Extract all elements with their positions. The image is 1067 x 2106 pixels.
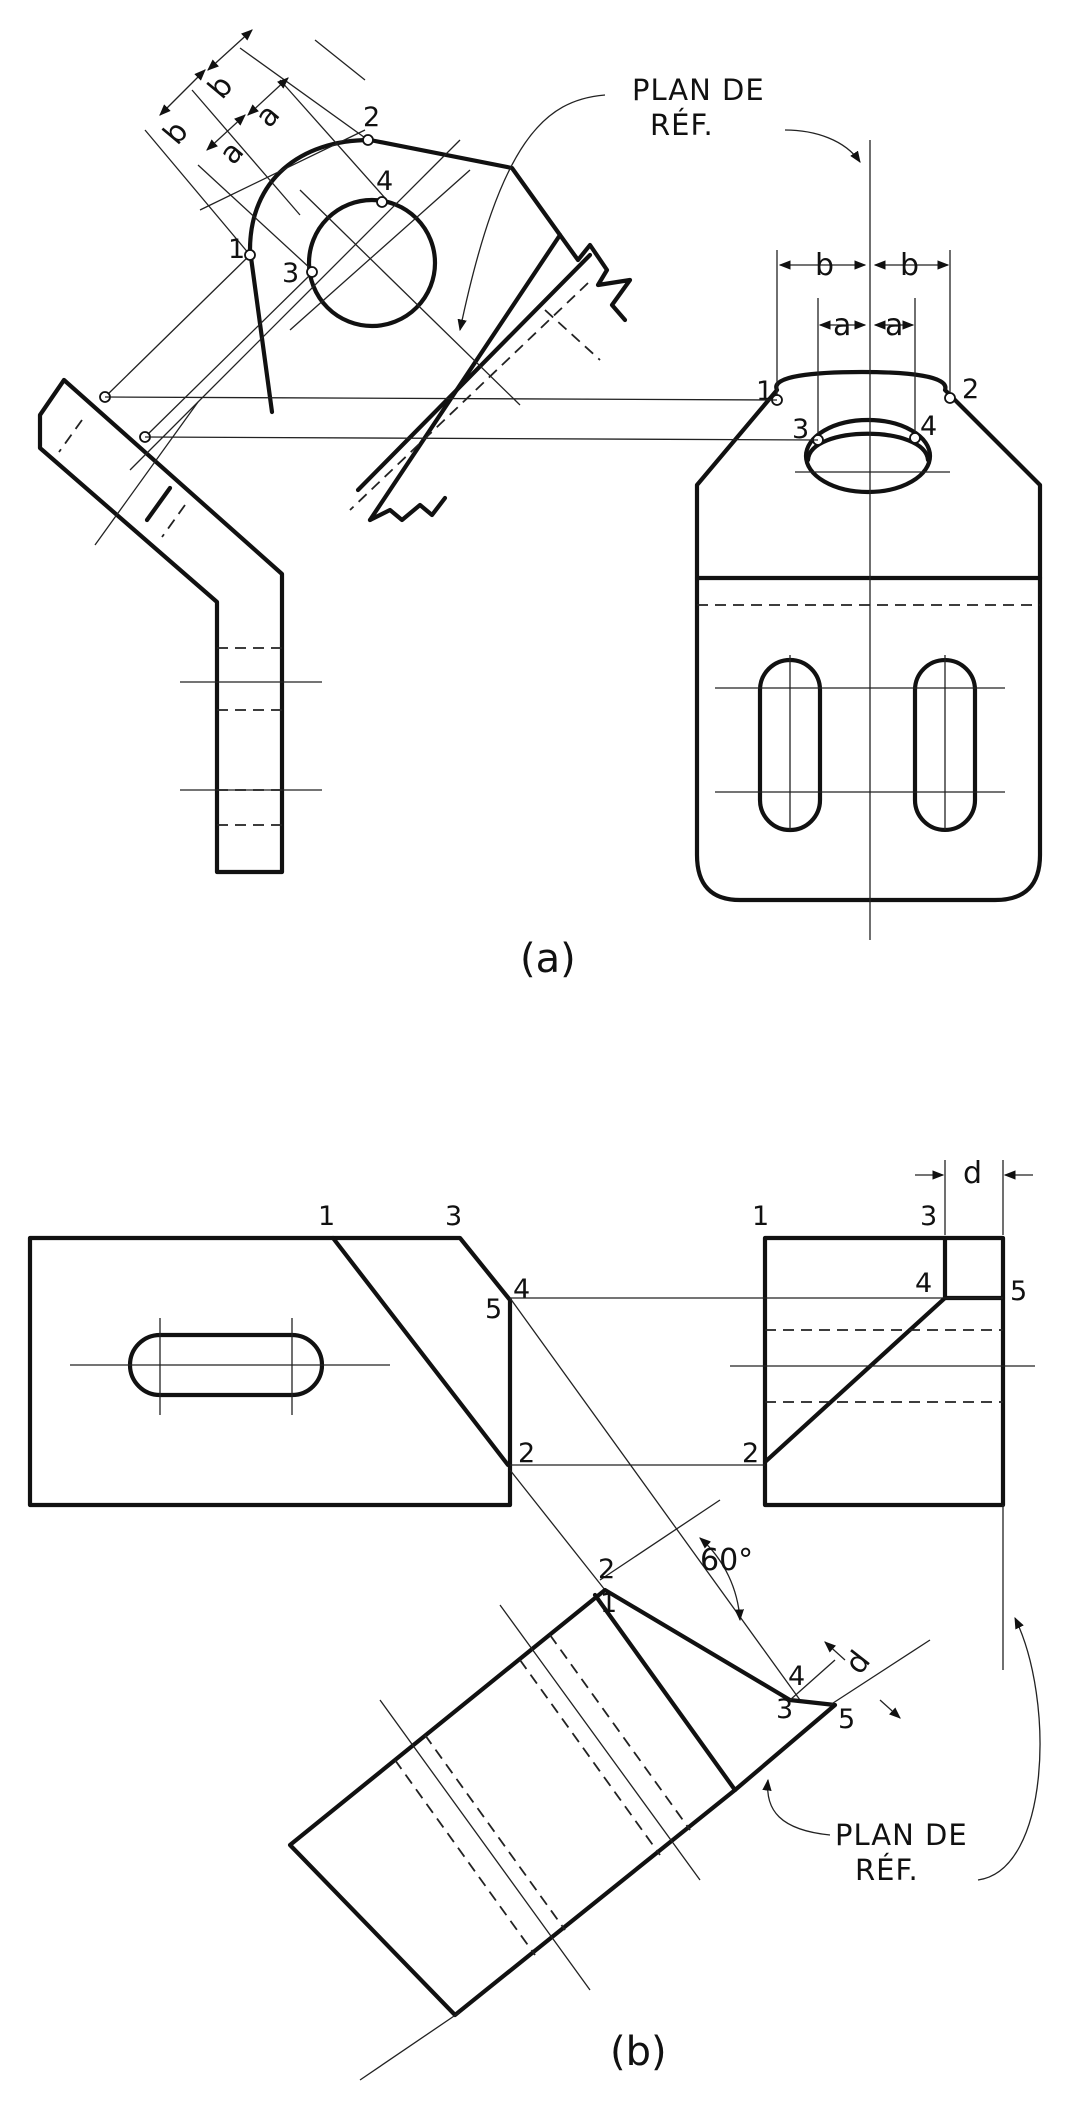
dim-b-right: b — [900, 248, 919, 283]
dim-a-left: a — [833, 308, 851, 343]
dim-a-2: a — [249, 98, 288, 135]
b-front-label-4: 4 — [513, 1274, 530, 1305]
dim-b-left: b — [815, 248, 834, 283]
front-view-a: b b a a 1 2 3 4 — [694, 140, 1043, 940]
b-aux-label-1: 1 — [600, 1588, 617, 1619]
point-label-2: 2 — [363, 102, 380, 133]
caption-b: (b) — [610, 2029, 667, 2075]
ref-plane-a-line2: RÉF. — [650, 108, 714, 142]
b-side-label-4: 4 — [915, 1268, 932, 1299]
point-label-front-1: 1 — [756, 376, 773, 407]
point-label-1: 1 — [228, 234, 245, 265]
side-view-b: d 1 3 4 5 2 — [730, 1156, 1035, 1508]
b-side-label-2: 2 — [742, 1438, 759, 1469]
b-front-label-3: 3 — [445, 1201, 462, 1232]
dim-b-2: b — [201, 69, 240, 106]
b-front-label-2: 2 — [518, 1438, 535, 1469]
dims-auxiliary-a: b b a a — [157, 29, 289, 171]
ref-plane-a-line1: PLAN DE — [632, 73, 765, 107]
side-view-a — [37, 377, 322, 875]
ref-plane-label-a: PLAN DE RÉF. — [457, 73, 861, 332]
b-side-label-3: 3 — [920, 1201, 937, 1232]
figure-a: b b a a 1 2 3 4 — [37, 29, 1043, 982]
dim-b-1: b — [157, 114, 196, 151]
b-side-dim-d: d — [963, 1156, 982, 1191]
b-aux-angle: 60° — [700, 1543, 753, 1578]
point-label-front-3: 3 — [792, 414, 809, 445]
point-label-4: 4 — [376, 166, 393, 197]
b-aux-dim-d: d — [838, 1644, 877, 1681]
point-label-front-4: 4 — [920, 411, 937, 442]
ref-plane-b-line2: RÉF. — [855, 1853, 919, 1887]
b-aux-label-3: 3 — [776, 1694, 793, 1725]
b-side-label-5: 5 — [1010, 1276, 1027, 1307]
front-view-b: 1 3 5 4 2 — [27, 1201, 535, 1508]
b-front-label-5: 5 — [485, 1294, 502, 1325]
dim-a-right: a — [885, 308, 903, 343]
point-label-front-2: 2 — [962, 374, 979, 405]
b-aux-label-4: 4 — [788, 1661, 805, 1692]
caption-a: (a) — [520, 936, 576, 982]
point-label-3: 3 — [282, 258, 299, 289]
b-side-label-1: 1 — [752, 1201, 769, 1232]
b-front-label-1: 1 — [318, 1201, 335, 1232]
figure-b: 1 3 5 4 2 d 1 3 4 5 2 — [27, 1156, 1041, 2081]
b-aux-label-2: 2 — [598, 1554, 615, 1585]
ref-plane-label-b: PLAN DE RÉF. — [762, 1616, 1041, 1887]
auxiliary-view-b: d 60° 2 1 4 3 5 — [287, 1537, 931, 2081]
b-aux-label-5: 5 — [838, 1704, 855, 1735]
ref-plane-b-line1: PLAN DE — [835, 1818, 968, 1852]
auxiliary-view-a — [104, 39, 633, 523]
